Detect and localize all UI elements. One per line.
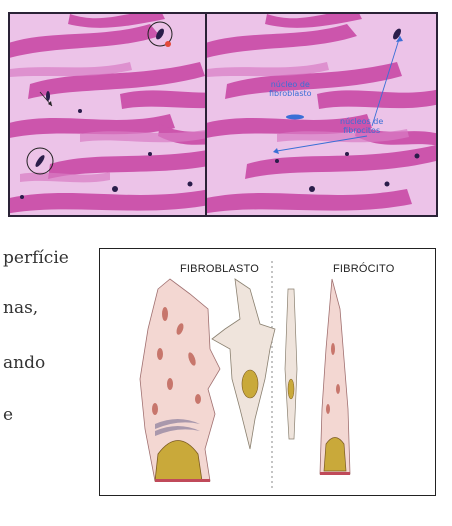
label-fibrocito: FIBRÓCITO xyxy=(333,263,395,275)
annotation-fibroblast-line1: núcleo de xyxy=(270,80,310,89)
label-fibroblasto: FIBROBLASTO xyxy=(180,263,260,275)
annotation-fibroblast: núcleo de fibroblasto xyxy=(269,80,312,98)
cell-diagram: FIBROBLASTO FIBRÓCITO xyxy=(99,248,436,496)
annotation-fibrocitos: núcleos de fibrocitos xyxy=(340,117,383,135)
body-text-line-1: perfície xyxy=(3,248,69,268)
annotation-fibrocitos-line2: fibrocitos xyxy=(343,126,381,135)
tissue-image-left xyxy=(10,14,231,215)
annotation-fibrocitos-line1: núcleos de xyxy=(340,117,384,126)
body-text-line-3: ando xyxy=(3,353,46,373)
body-text-line-2: nas, xyxy=(3,298,39,318)
body-text-line-4: e xyxy=(3,405,14,425)
annotation-fibroblast-line2: fibroblasto xyxy=(269,89,312,98)
tissue-image-right xyxy=(207,14,436,215)
micrograph-left xyxy=(8,12,233,217)
cell-illustration xyxy=(139,261,351,489)
micrograph-right: núcleo de fibroblasto núcleos de fibroci… xyxy=(205,12,438,217)
